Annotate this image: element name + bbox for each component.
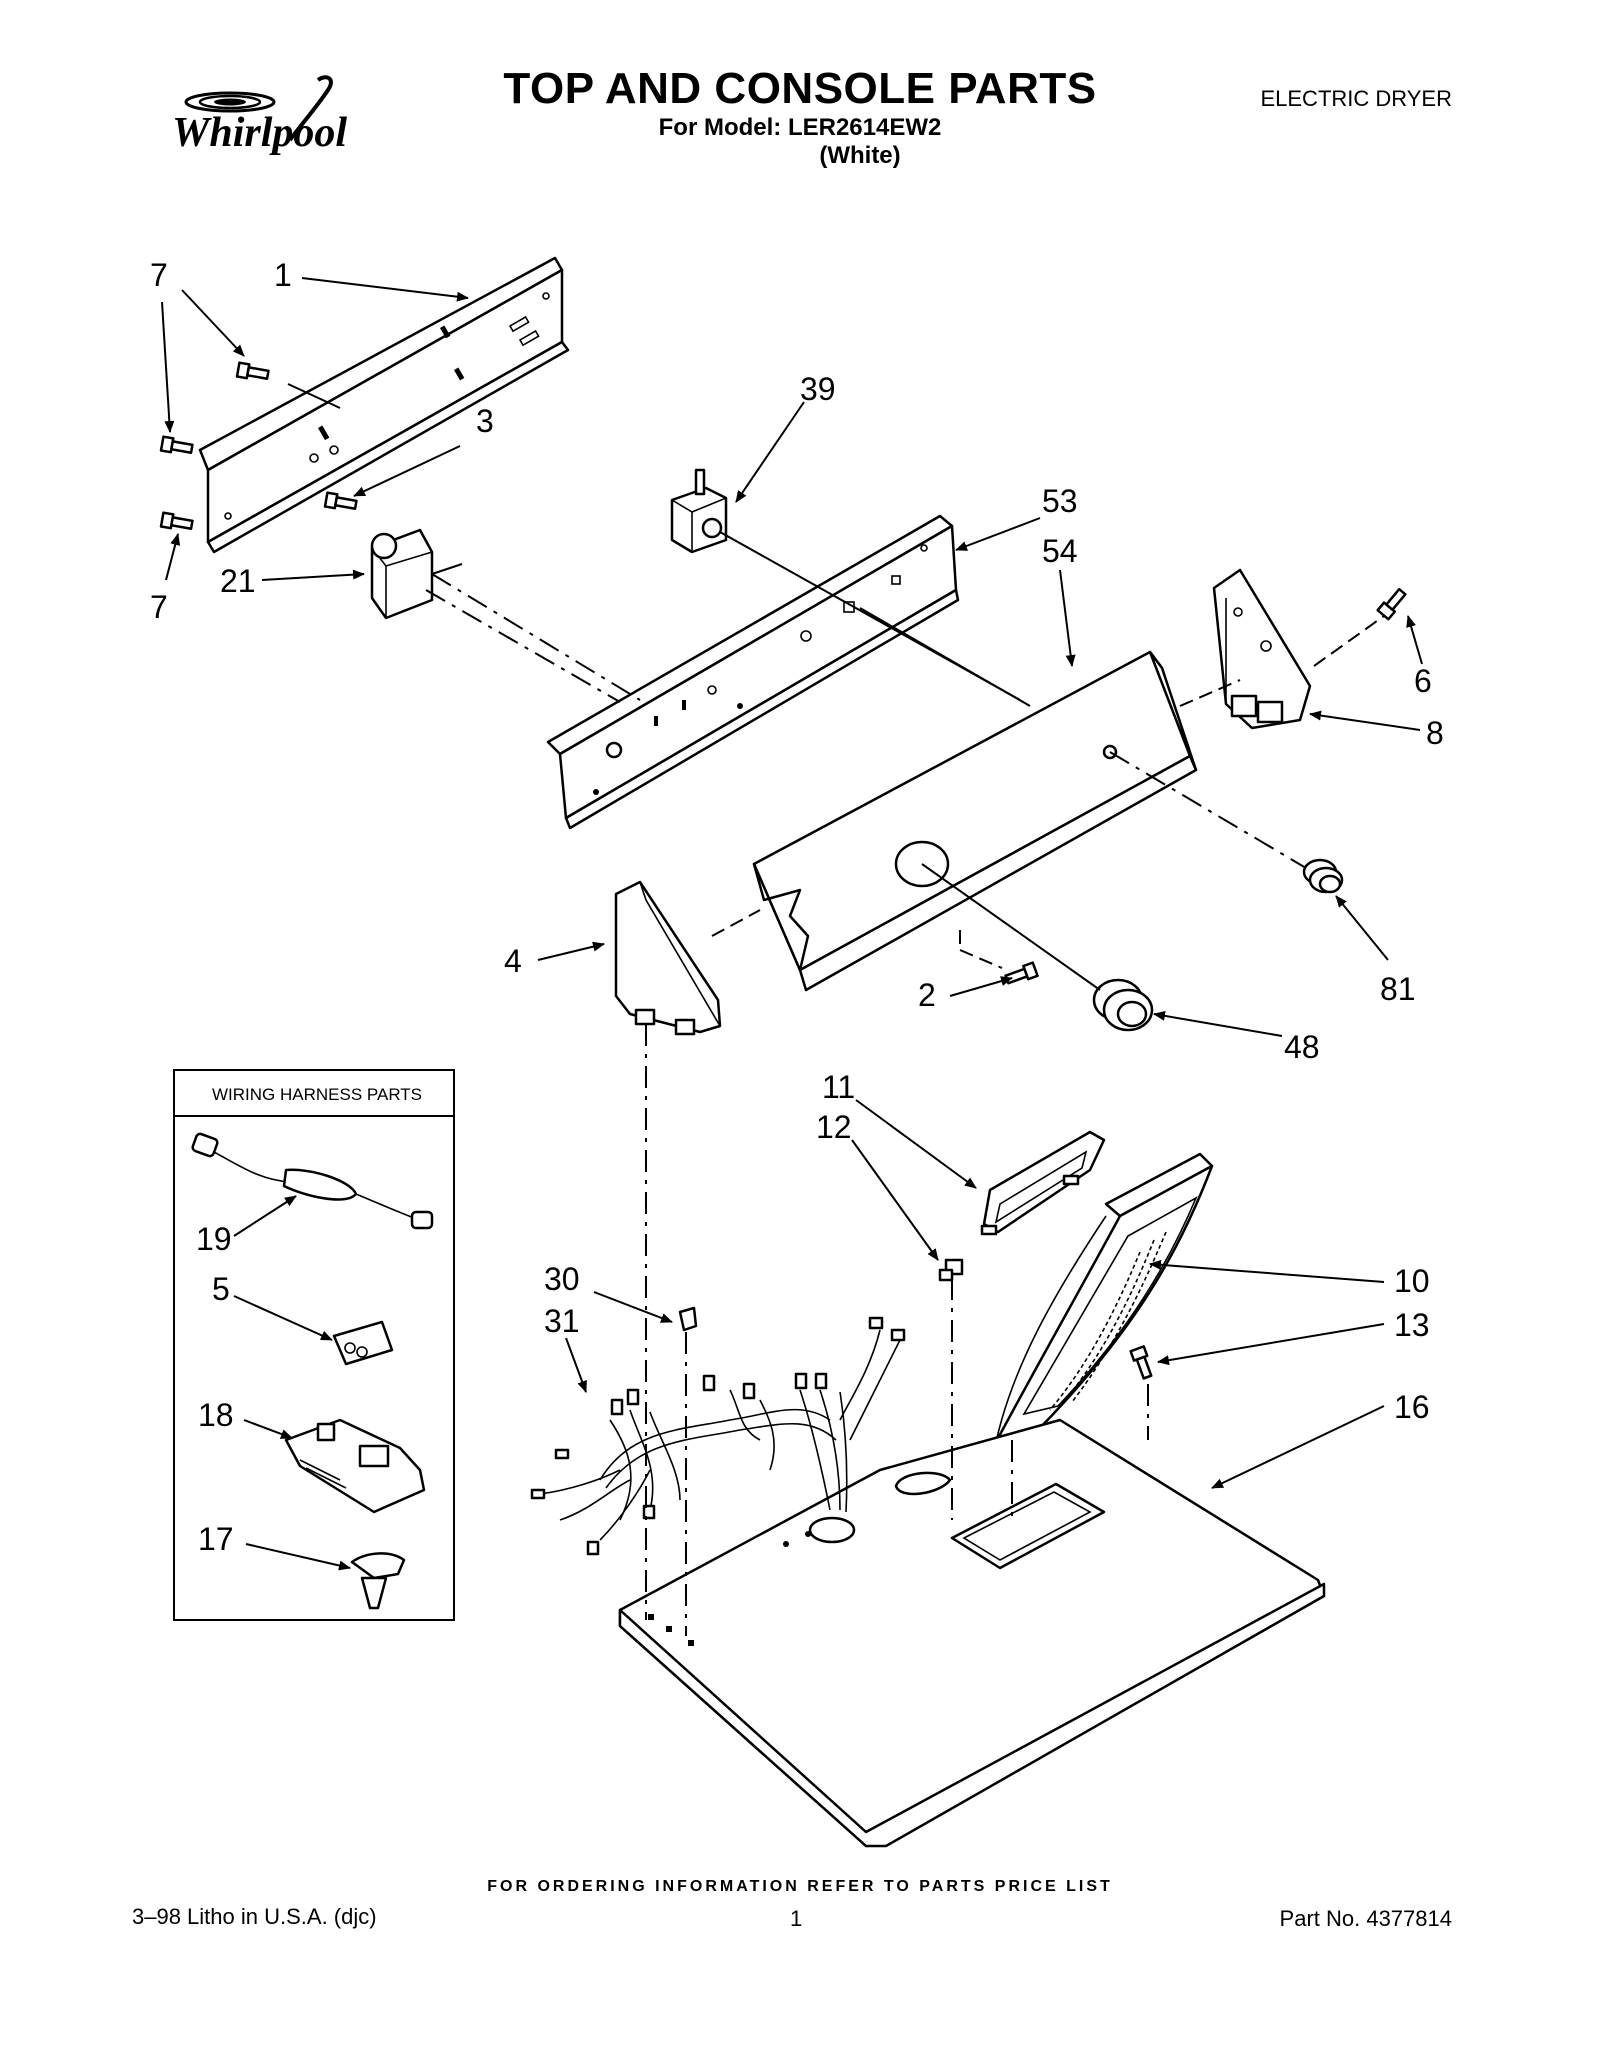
color-line: (White) xyxy=(819,142,901,169)
callout-19: 19 xyxy=(196,1221,232,1257)
part-17-clip xyxy=(350,1552,406,1610)
part-number: Part No. 4377814 xyxy=(1279,1906,1452,1931)
part-81-knob xyxy=(1302,858,1344,894)
part-13-screw xyxy=(1129,1345,1153,1380)
callout-6: 6 xyxy=(1414,663,1432,699)
part-12-clip xyxy=(938,1258,964,1282)
part-7-screws xyxy=(159,361,341,530)
model-line: For Model: LER2614EW2 xyxy=(658,114,942,141)
callout-7-bottom: 7 xyxy=(150,589,168,625)
callout-31: 31 xyxy=(544,1303,580,1339)
part-4-end-cap xyxy=(614,880,722,1036)
callout-48: 48 xyxy=(1284,1029,1320,1065)
part-1-console-bracket xyxy=(198,256,570,554)
callout-39: 39 xyxy=(800,371,836,407)
part-31-wiring-harness xyxy=(530,1316,906,1556)
callout-53: 53 xyxy=(1042,483,1078,519)
callout-11: 11 xyxy=(822,1069,855,1105)
callout-30: 30 xyxy=(544,1261,580,1297)
product-type: ELECTRIC DRYER xyxy=(1260,86,1452,111)
part-11-cover xyxy=(980,1130,1106,1236)
brand-logo-text: Whirlpool xyxy=(172,110,347,156)
callout-leaders xyxy=(161,277,1423,1571)
page-title: TOP AND CONSOLE PARTS xyxy=(503,64,1097,113)
model-info: For Model: LER2614EW2 (White) xyxy=(560,114,1040,170)
callout-2: 2 xyxy=(918,977,936,1013)
callout-18: 18 xyxy=(198,1397,234,1433)
callout-5: 5 xyxy=(212,1271,230,1307)
part-21-timer xyxy=(370,528,463,620)
part-53-control-panel xyxy=(546,514,960,830)
assembly-lines xyxy=(425,531,1385,1636)
callout-21: 21 xyxy=(220,563,256,599)
part-18-terminal-block xyxy=(284,1418,426,1514)
callout-1: 1 xyxy=(274,257,292,293)
callout-54: 54 xyxy=(1042,533,1078,569)
callout-numbers: 1 7 7 3 21 39 53 54 6 8 81 48 2 4 11 12 … xyxy=(150,257,1444,1557)
callout-81: 81 xyxy=(1380,971,1416,1007)
inset-title: WIRING HARNESS PARTS xyxy=(212,1085,422,1104)
callout-10: 10 xyxy=(1394,1263,1430,1299)
callout-8: 8 xyxy=(1426,715,1444,751)
part-5-connector xyxy=(332,1320,394,1366)
part-19-cable xyxy=(191,1132,434,1230)
part-16-top-panel xyxy=(618,1418,1326,1848)
part-39-switch xyxy=(670,468,728,554)
part-8-end-cap xyxy=(1212,568,1312,730)
wiring-harness-inset: WIRING HARNESS PARTS xyxy=(173,1069,455,1621)
whirlpool-logo: Whirlpool xyxy=(172,75,347,156)
callout-3: 3 xyxy=(476,403,494,439)
callout-4: 4 xyxy=(504,943,522,979)
callout-7-top: 7 xyxy=(150,257,168,293)
part-10-lint-duct xyxy=(994,1152,1214,1444)
callout-17: 17 xyxy=(198,1521,234,1557)
callout-16: 16 xyxy=(1394,1389,1430,1425)
part-54-console xyxy=(752,650,1198,992)
part-3-screw xyxy=(323,491,358,510)
part-6-screw xyxy=(1376,587,1407,621)
callout-12: 12 xyxy=(816,1109,852,1145)
part-2-screw xyxy=(1004,961,1039,985)
ordering-note: FOR ORDERING INFORMATION REFER TO PARTS … xyxy=(487,1878,1113,1895)
litho-info: 3–98 Litho in U.S.A. (djc) xyxy=(132,1904,377,1929)
part-48-knob xyxy=(1092,978,1154,1032)
part-30-clip xyxy=(678,1306,698,1332)
callout-13: 13 xyxy=(1394,1307,1430,1343)
page-number: 1 xyxy=(790,1906,803,1931)
